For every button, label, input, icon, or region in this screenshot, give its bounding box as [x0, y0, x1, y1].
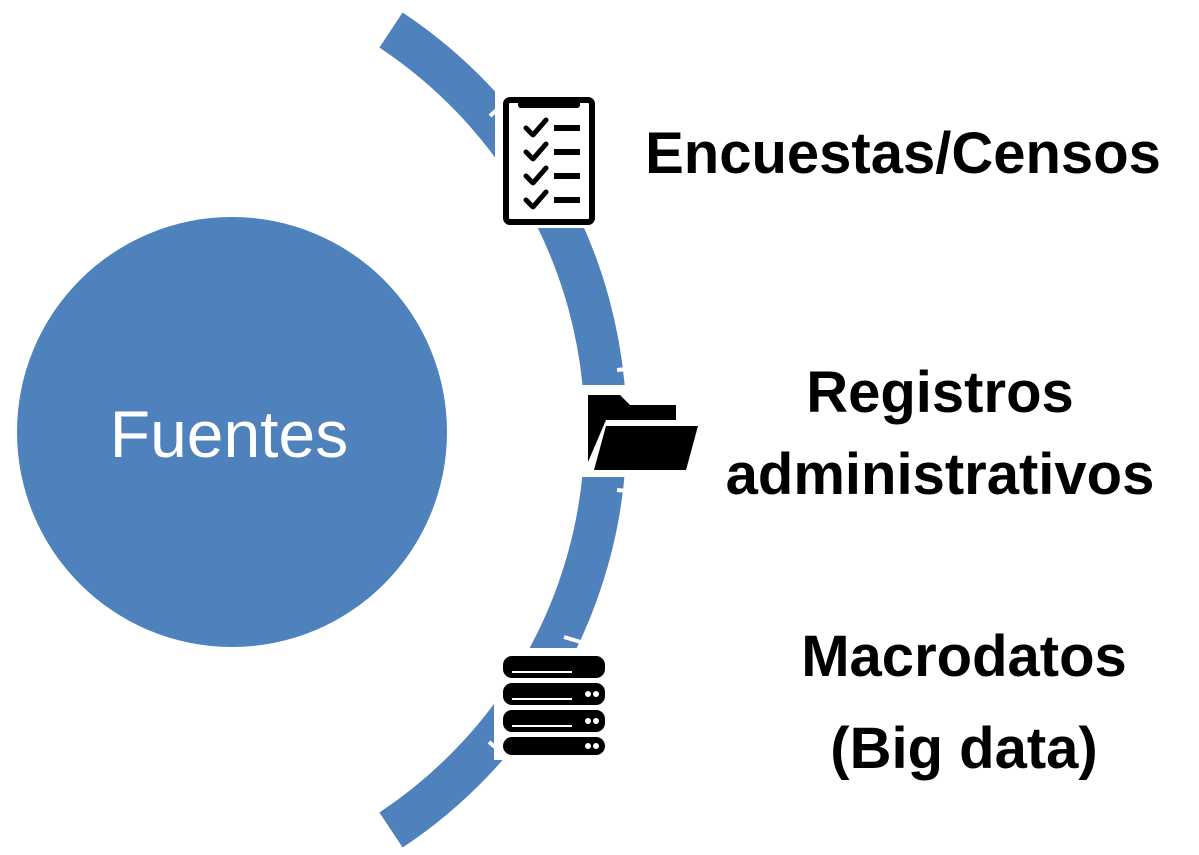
survey-checklist-icon — [495, 88, 602, 228]
folder-icon — [580, 385, 698, 477]
item-label-big-data-line2: (Big data) — [830, 716, 1097, 781]
item-label-big-data-line1: Macrodatos — [801, 624, 1127, 689]
arc-separator — [616, 488, 660, 496]
item-label-admin-records-line1: Registros — [806, 360, 1074, 425]
center-node: Fuentes — [17, 217, 447, 647]
arc-separator — [616, 364, 660, 372]
item-label-surveys: Encuestas/Censos — [645, 121, 1161, 186]
center-circle — [17, 217, 447, 647]
item-label-admin-records-line2: administrativos — [726, 442, 1155, 507]
arc-separator — [563, 635, 605, 651]
database-server-icon — [494, 648, 614, 760]
center-label: Fuentes — [110, 397, 348, 471]
